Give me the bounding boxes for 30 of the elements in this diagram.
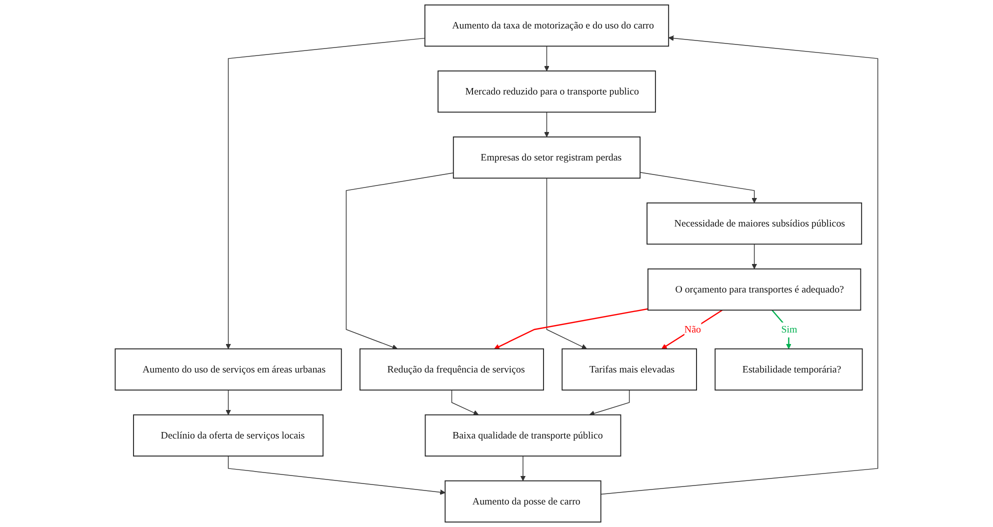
arrow — [640, 172, 758, 204]
arrow — [494, 308, 648, 350]
arrow — [451, 390, 479, 416]
node-box: Tarifas mais elevadas — [562, 348, 697, 391]
arrow — [589, 390, 630, 416]
arrow — [600, 35, 878, 495]
node-box: Aumento do uso de serviços em áreas urbanas — [114, 348, 342, 391]
arrow — [546, 178, 587, 350]
node-box: Aumento da taxa de motorização e do uso do carro — [424, 4, 670, 47]
node-box: O orçamento para transportes é adequado? — [647, 268, 862, 311]
node-box: Aumento da posse de carro — [444, 480, 602, 522]
edge-label: Sim — [781, 324, 798, 335]
arrow — [752, 244, 758, 270]
arrow — [226, 390, 232, 416]
node-box: Estabilidade temporária? — [714, 348, 863, 391]
node-box: Necessidade de maiores subsídios públicos — [646, 202, 862, 245]
arrow — [661, 310, 723, 350]
arrow — [346, 172, 454, 350]
arrow — [226, 38, 426, 350]
edge-label: Não — [684, 324, 701, 335]
arrow — [520, 456, 526, 482]
node-box: Empresas do setor registram perdas — [452, 136, 641, 179]
arrow — [772, 310, 792, 350]
node-box: Mercado reduzido para o transporte publico — [438, 70, 656, 113]
node-box: Redução da frequência de serviços — [360, 348, 544, 391]
node-box: Baixa qualidade de transporte público — [424, 414, 622, 457]
node-box: Declínio da oferta de serviços locais — [133, 414, 324, 457]
arrow — [544, 112, 550, 138]
arrow — [228, 456, 446, 495]
arrow — [544, 46, 550, 72]
